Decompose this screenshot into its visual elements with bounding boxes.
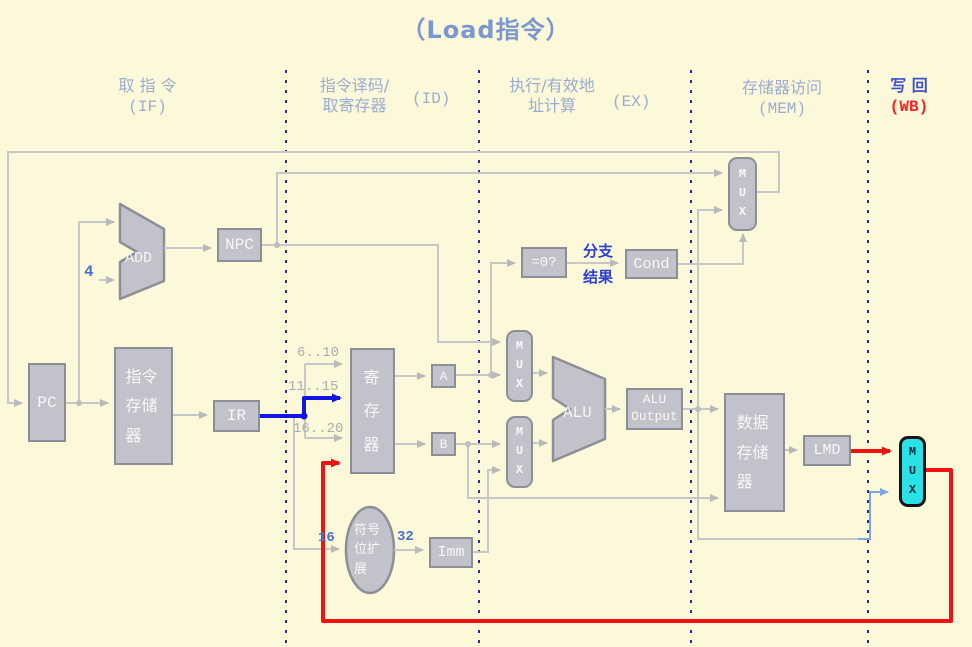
label-bits-16-20: 16..20 xyxy=(293,421,344,437)
stage-header-mem: 存储器访问 (MEM) xyxy=(712,78,852,119)
data-memory: 数据存储器 xyxy=(724,393,785,512)
junction-dot xyxy=(76,400,82,406)
diagram-title: （Load指令） xyxy=(401,16,571,44)
alu-label: ALU xyxy=(563,404,592,422)
wire-b-to-dmem xyxy=(467,444,719,502)
stage-ex-name-line1: 执行/有效地 xyxy=(509,76,595,95)
stage-mem-tag: (MEM) xyxy=(757,100,806,118)
stage-if-name: 取 指 令 xyxy=(118,76,177,95)
imm-register: Imm xyxy=(429,537,473,568)
stage-id-name-line1: 指令译码/ xyxy=(319,76,390,95)
register-file: 寄存器 xyxy=(350,348,395,474)
npc-register: NPC xyxy=(217,228,262,262)
cond-register: Cond xyxy=(625,249,678,279)
label-pc-increment: 4 xyxy=(84,263,94,281)
wire-pc-to-add xyxy=(78,218,115,403)
alu-shape xyxy=(551,355,607,463)
ex-mux-upper: MUX xyxy=(506,330,533,402)
wire-imm-to-exmux xyxy=(473,466,501,553)
label-bits-6-10: 6..10 xyxy=(297,345,340,361)
stage-ex-name-line2: 址计算 xyxy=(527,96,576,115)
stage-header-wb: 写 回 (WB) xyxy=(874,76,944,117)
label-sign-out-width: 32 xyxy=(397,529,414,545)
junction-dot xyxy=(488,372,494,378)
junction-dot-blue xyxy=(300,412,308,420)
lmd-register: LMD xyxy=(803,435,851,466)
wire-aluoutput-bypass xyxy=(697,409,858,540)
stage-id-tag: (ID) xyxy=(412,90,451,108)
wire-npc-to-exmux xyxy=(262,244,501,346)
wire-bypass-to-wbmux xyxy=(858,488,889,540)
b-register: B xyxy=(431,432,456,456)
stage-ex-tag: (EX) xyxy=(612,93,651,111)
label-sign-in-width: 16 xyxy=(318,530,335,546)
stage-wb-tag: (WB) xyxy=(889,98,929,116)
label-branch-result: 分支 结果 xyxy=(582,242,613,286)
instruction-memory: 指令存储器 xyxy=(114,347,173,465)
junction-dot xyxy=(465,441,471,447)
wire-cond-to-branchmux xyxy=(678,233,747,265)
add-adder-shape xyxy=(118,202,166,301)
ex-mux-lower: MUX xyxy=(506,416,533,488)
stage-mem-name: 存储器访问 xyxy=(741,78,822,97)
wire-npc-to-branchmux xyxy=(276,169,723,245)
stage-header-id: 指令译码/ 取寄存器 xyxy=(302,76,407,116)
ir-register: IR xyxy=(213,400,260,432)
wire-wbmux-writeback-to-regfile-highlight xyxy=(321,458,953,623)
wb-mux-highlighted: MUX xyxy=(899,436,926,507)
a-register: A xyxy=(431,364,456,388)
wire-a-to-zerotest xyxy=(490,259,516,375)
pc-register: PC xyxy=(28,363,66,442)
wire-aluoutput-to-branchmux xyxy=(697,206,723,409)
mem-branch-mux: MUX xyxy=(728,157,757,231)
junction-dot xyxy=(695,406,701,412)
stage-id-name-line2: 取寄存器 xyxy=(322,96,387,115)
stage-header-if: 取 指 令 (IF) xyxy=(75,76,220,117)
alu-output-register: ALU Output xyxy=(626,388,683,430)
add-label: ADD xyxy=(125,250,152,267)
sign-extend-label: 符号位扩展 xyxy=(354,522,381,577)
wire-branchmux-to-pc xyxy=(7,151,780,407)
stage-header-ex: 执行/有效地 址计算 xyxy=(492,76,612,116)
wire-ir-11-15-to-regfile-highlight xyxy=(260,393,342,418)
zero-test: =0? xyxy=(521,247,567,278)
junction-dot xyxy=(274,242,280,248)
stage-wb-name: 写 回 xyxy=(890,76,928,95)
stage-if-tag: (IF) xyxy=(128,98,167,116)
label-bits-11-15: 11..15 xyxy=(288,379,339,395)
